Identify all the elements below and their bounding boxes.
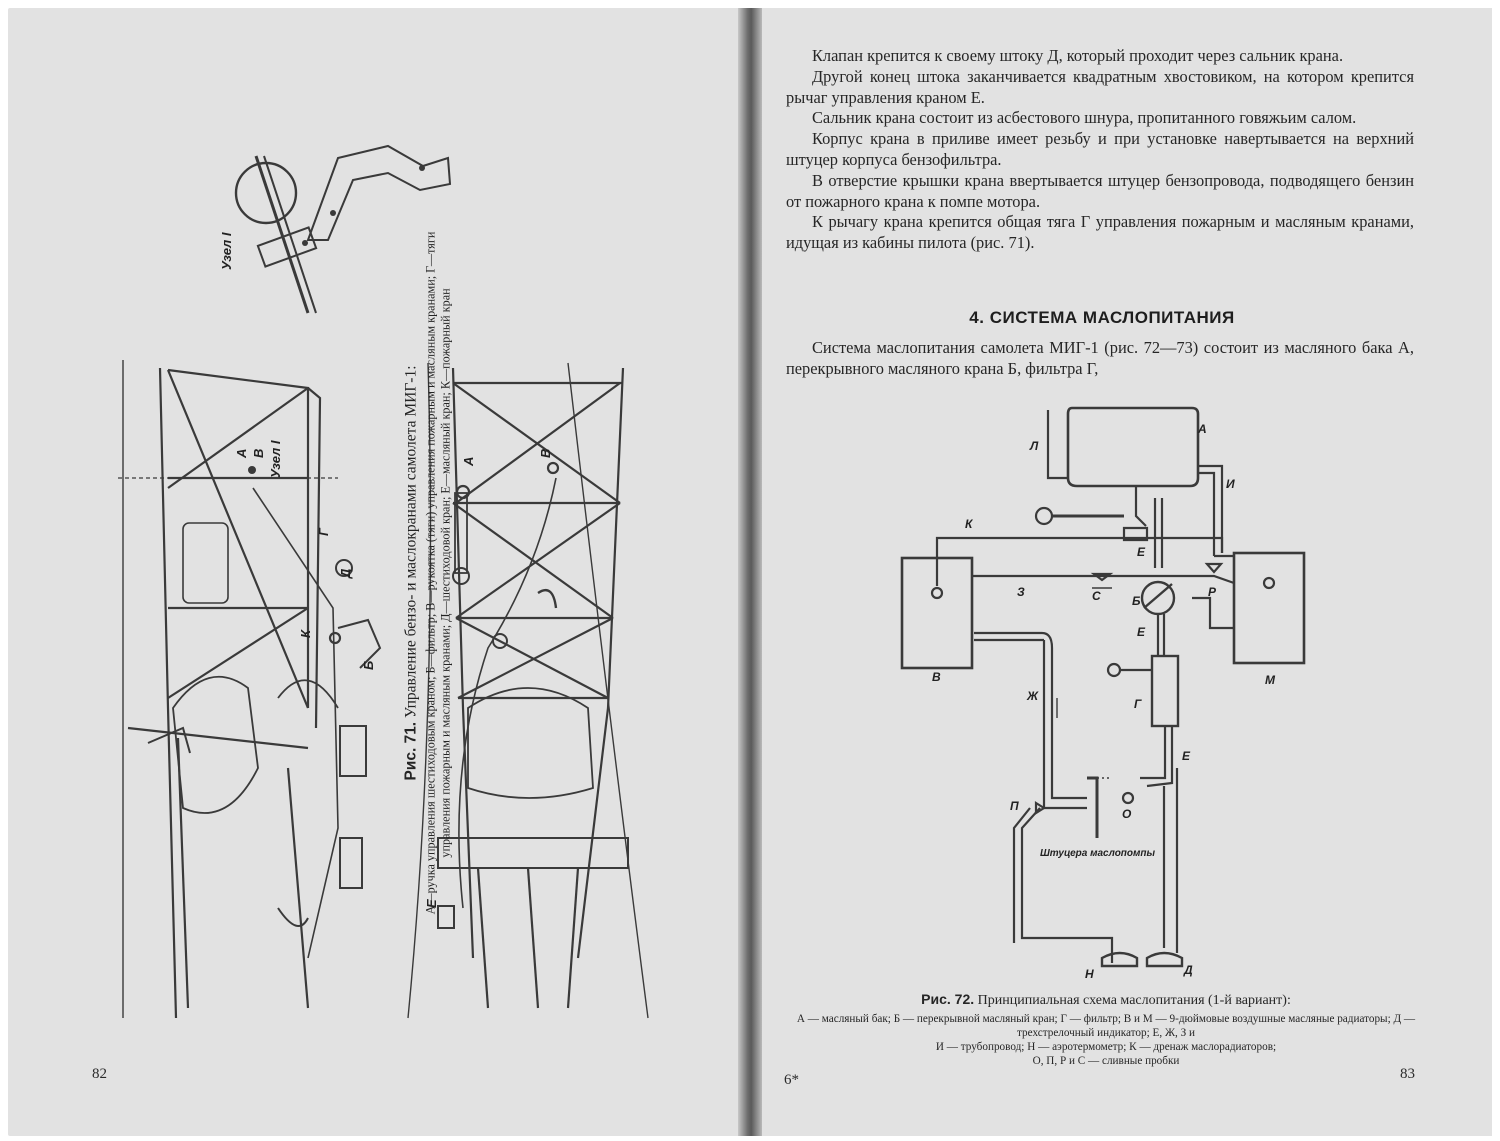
fig72-label-z: З bbox=[1017, 585, 1025, 599]
fig72-caption-prefix: Рис. 72. bbox=[921, 991, 975, 1007]
fig72-caption-title: Рис. 72. Принципиальная схема маслопитан… bbox=[786, 991, 1426, 1009]
paragraph-4: Корпус крана в приливе имеет резьбу и пр… bbox=[786, 129, 1414, 169]
fig71-label-k: К bbox=[298, 629, 313, 638]
fig72-legend-line3: О, П, Р и С — сливные пробки bbox=[1032, 1055, 1180, 1067]
fig72-schematic: А Л И К Е З С Б Р В М Е Г Ж Е П О Штуцер… bbox=[900, 406, 1306, 981]
fig72-label-i: И bbox=[1226, 477, 1235, 491]
fig72-legend-line2: И — трубопровод; Н — аэротермометр; К — … bbox=[935, 1041, 1277, 1053]
fig71-label-uzel-mid: Узел I bbox=[268, 440, 283, 478]
fig72-label-pump: Штуцера маслопомпы bbox=[1040, 848, 1156, 859]
fig71-label-a1: А bbox=[234, 449, 249, 459]
fig71-caption-title: Рис. 71. Управление бензо- и маслокранам… bbox=[403, 213, 421, 933]
section-text: Система маслопитания самолета МИГ-1 (рис… bbox=[786, 338, 1414, 380]
page-number-right: 83 bbox=[1400, 1066, 1415, 1082]
fig72-label-e2: Е bbox=[1137, 625, 1146, 639]
book-gutter bbox=[738, 8, 762, 1136]
fig72-label-v: В bbox=[932, 670, 941, 684]
paragraph-2: Другой конец штока заканчивается квадрат… bbox=[786, 66, 1414, 107]
fig71-labels: А В Узел I Г Д К Б А В Е bbox=[234, 440, 553, 908]
fig71-airframe-right bbox=[407, 362, 649, 1019]
fig72-label-r: Р bbox=[1208, 585, 1217, 599]
fig72-label-p: П bbox=[1010, 799, 1019, 813]
fig71-legend-line1: А—ручка управления шестиходовым краном; … bbox=[423, 231, 438, 915]
left-page: Узел I bbox=[8, 8, 748, 1136]
fig71-drawing: Узел I bbox=[118, 144, 649, 1019]
section-paragraph: Система маслопитания самолета МИГ-1 (рис… bbox=[786, 338, 1414, 378]
paragraph-1: Клапан крепится к своему штоку Д, которы… bbox=[812, 46, 1344, 65]
paragraph-3: Сальник крана состоит из асбестового шну… bbox=[812, 108, 1357, 128]
fig71-caption-text: Управление бензо- и маслокранами самолет… bbox=[402, 365, 420, 718]
fig71-label-v2: В bbox=[538, 449, 553, 458]
fig72-label-g: Г bbox=[1134, 697, 1142, 711]
fig71-label-uzel-top: Узел I bbox=[219, 232, 234, 270]
fig72-label-o: О bbox=[1122, 807, 1132, 821]
fig72-label-a: А bbox=[1197, 422, 1207, 436]
fig71-label-a2: А bbox=[461, 457, 476, 467]
fig72-label-d: Д bbox=[1183, 963, 1193, 977]
page-number-left: 82 bbox=[92, 1066, 107, 1082]
fig72-label-zh: Ж bbox=[1026, 689, 1039, 703]
fig71-label-b: Б bbox=[361, 661, 376, 670]
fig72-legend-line1: А — масляный бак; Б — перекрывной маслян… bbox=[796, 1013, 1416, 1039]
fig72-label-n: Н bbox=[1085, 967, 1094, 981]
fig71-label-e: Е bbox=[424, 899, 439, 908]
fig71-airframe-left bbox=[118, 360, 382, 1019]
fig72-lines bbox=[900, 406, 1306, 968]
fig71-label-v1: В bbox=[251, 449, 266, 458]
fig71-label-d: Д bbox=[338, 568, 353, 579]
paragraph-6: К рычагу крана крепится общая тяга Г упр… bbox=[786, 212, 1414, 253]
fig72-label-l: Л bbox=[1029, 439, 1039, 453]
fig72-label-k: К bbox=[965, 517, 974, 531]
fig72-label-b: Б bbox=[1132, 594, 1141, 608]
fig71-legend-line2: управления пожарным и масляным кранами; … bbox=[438, 288, 453, 858]
fig72-labels: А Л И К Е З С Б Р В М Е Г Ж Е П О Штуцер… bbox=[932, 422, 1276, 981]
fig72-label-e1: Е bbox=[1137, 545, 1146, 559]
fig72-label-e3: Е bbox=[1182, 749, 1191, 763]
fig72-caption-text: Принципиальная схема маслопитания (1-й в… bbox=[977, 993, 1291, 1008]
right-page: Клапан крепится к своему штоку Д, которы… bbox=[752, 8, 1492, 1136]
fig71-detail-node: Узел I bbox=[219, 144, 452, 314]
fig71-caption-prefix: Рис. 71. bbox=[402, 721, 420, 781]
fig71-caption: Рис. 71. Управление бензо- и маслокранам… bbox=[403, 213, 454, 933]
fig71-label-g: Г bbox=[316, 527, 331, 536]
signature-mark: 6* bbox=[784, 1072, 799, 1088]
paragraph-5: В отверстие крышки крана ввертывается шт… bbox=[786, 170, 1414, 211]
section-heading: 4. СИСТЕМА МАСЛОПИТАНИЯ bbox=[969, 308, 1235, 327]
fig72-caption: Рис. 72. Принципиальная схема маслопитан… bbox=[786, 991, 1426, 1068]
fig72-label-s: С bbox=[1092, 589, 1101, 603]
body-text: Клапан крепится к своему штоку Д, которы… bbox=[786, 46, 1414, 254]
fig72-label-m: М bbox=[1265, 673, 1276, 687]
